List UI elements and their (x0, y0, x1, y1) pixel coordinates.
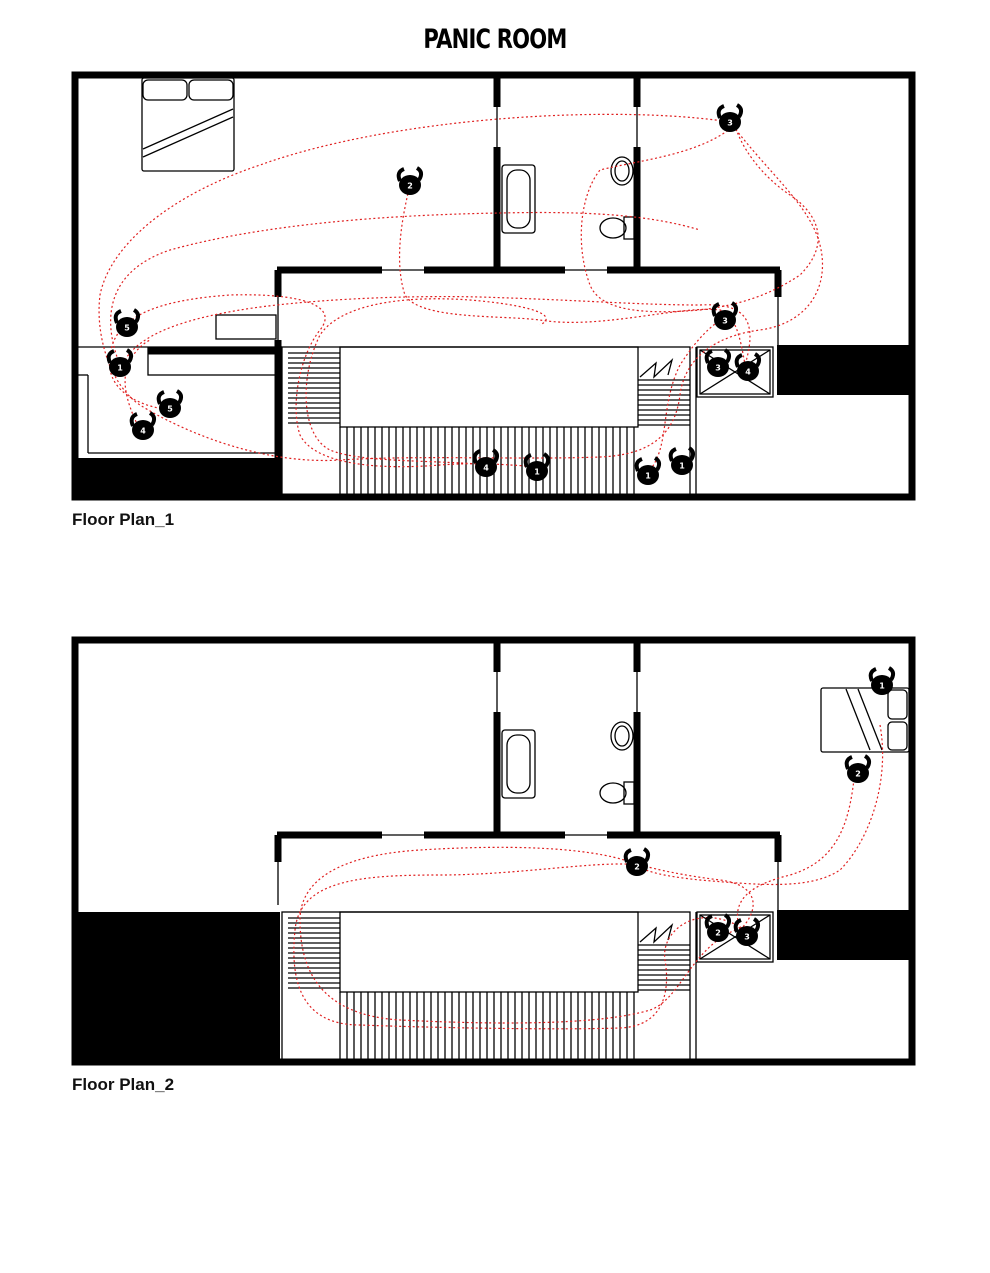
floor-plan-2-drawing: 1 2 2 2 3 (71, 636, 916, 1066)
figure-number: 1 (117, 364, 123, 373)
toilet (599, 781, 635, 805)
person-figure: 4 (472, 448, 500, 477)
person-figure: 1 (634, 456, 662, 485)
figure-number: 1 (679, 462, 685, 471)
person-figure: 3 (711, 301, 739, 330)
person-figure: 2 (623, 847, 651, 876)
movement-paths (293, 724, 884, 1030)
figure-number: 2 (634, 863, 640, 872)
person-figure: 1 (106, 348, 134, 377)
person-figure: 5 (156, 389, 184, 418)
person-figure: 3 (716, 103, 744, 132)
figure-number: 3 (727, 119, 733, 128)
person-figure: 2 (844, 754, 872, 783)
sofa (215, 314, 277, 340)
bed (141, 77, 235, 172)
solid-block-right (777, 910, 912, 960)
person-figure: 1 (523, 452, 551, 481)
person-figure: 4 (129, 411, 157, 440)
person-figure: 2 (704, 913, 732, 942)
figure-number: 1 (645, 472, 651, 481)
figure-number: 2 (855, 770, 861, 779)
person-figure: 2 (396, 166, 424, 195)
page-title: PANIC ROOM (423, 24, 567, 55)
sink (610, 156, 634, 186)
floor-plan-2-caption: Floor Plan_2 (72, 1075, 175, 1094)
person-figure: 3 (733, 917, 761, 946)
figure-number: 3 (722, 317, 728, 326)
figure-markers: 3 2 5 1 5 4 3 3 4 1 1 4 1 (106, 103, 762, 485)
floor-plan-1: 3 2 5 1 5 4 3 3 4 1 1 4 1 (0, 65, 990, 525)
person-figure: 3 (704, 348, 732, 377)
bathtub (501, 729, 536, 799)
figure-number: 1 (879, 682, 885, 691)
figure-number: 4 (745, 368, 751, 377)
figure-number: 2 (407, 182, 413, 191)
solid-block-left (75, 912, 280, 1062)
sink (610, 721, 634, 751)
figure-number: 5 (124, 324, 130, 333)
figure-number: 3 (744, 933, 750, 942)
figure-number: 1 (534, 468, 540, 477)
bathtub (501, 164, 536, 234)
person-figure: 5 (113, 308, 141, 337)
person-figure: 1 (868, 666, 896, 695)
figure-number: 4 (483, 464, 489, 473)
floor-plan-1-drawing: 3 2 5 1 5 4 3 3 4 1 1 4 1 (71, 71, 916, 501)
solid-block-left (75, 458, 280, 497)
bed (820, 687, 910, 753)
figure-markers: 1 2 2 2 3 (623, 666, 896, 946)
staircase (281, 911, 697, 1063)
toilet (599, 216, 635, 240)
figure-number: 3 (715, 364, 721, 373)
floor-plan-2: 1 2 2 2 3 (0, 630, 990, 1090)
floor-plan-1-caption: Floor Plan_1 (72, 510, 175, 529)
figure-number: 2 (715, 929, 721, 938)
staircase (281, 346, 697, 498)
person-figure: 4 (734, 352, 762, 381)
figure-number: 4 (140, 427, 146, 436)
figure-number: 5 (167, 405, 173, 414)
solid-block-right (777, 345, 912, 395)
movement-paths (98, 113, 824, 471)
person-figure: 1 (668, 446, 696, 475)
